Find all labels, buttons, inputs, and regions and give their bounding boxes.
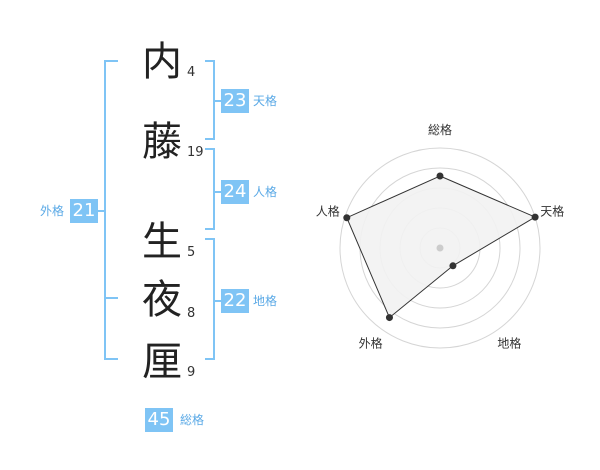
radar-center-dot — [436, 244, 444, 252]
radar-axis-label-4: 外格 — [359, 335, 383, 350]
tenkaku-label: 天格 — [253, 94, 278, 108]
tenkaku-value: 23 — [221, 89, 249, 113]
chikaku-value: 22 — [221, 289, 249, 313]
tenkaku-bracket — [205, 60, 215, 140]
gaikaku-label: 外格 — [40, 204, 65, 218]
stroke-count-2: 19 — [187, 145, 204, 160]
jinkaku-label: 人格 — [253, 185, 278, 199]
jinkaku-bracket — [205, 148, 215, 230]
soukaku-label: 総格 — [180, 413, 205, 427]
name-char-4: 夜 — [142, 277, 182, 323]
name-char-1: 内 — [142, 39, 182, 85]
stroke-count-5: 9 — [187, 365, 196, 380]
stroke-count-3: 5 — [187, 245, 196, 260]
gaikaku-bracket — [104, 60, 118, 360]
name-char-5: 厘 — [142, 339, 182, 385]
stroke-count-1: 4 — [187, 65, 196, 80]
radar-axis-label-5: 人格 — [316, 204, 340, 219]
radar-point-2 — [531, 213, 539, 221]
radar-axis-label-1: 総格 — [428, 122, 452, 137]
radar-point-1 — [436, 172, 444, 180]
radar-points — [343, 172, 539, 322]
name-char-3: 生 — [142, 219, 182, 265]
chikaku-bracket — [205, 238, 215, 360]
chikaku-label: 地格 — [253, 294, 278, 308]
radar-point-5 — [343, 214, 351, 222]
name-char-2: 藤 — [142, 119, 182, 165]
soukaku-value: 45 — [145, 408, 173, 432]
radar-axis-label-2: 天格 — [540, 204, 564, 219]
jinkaku-value: 24 — [221, 180, 249, 204]
radar-point-3 — [449, 262, 457, 270]
radar-axis-label-3: 地格 — [497, 335, 521, 350]
gaikaku-value: 21 — [70, 199, 98, 223]
radar-point-4 — [385, 314, 393, 322]
stroke-count-4: 8 — [187, 306, 196, 321]
